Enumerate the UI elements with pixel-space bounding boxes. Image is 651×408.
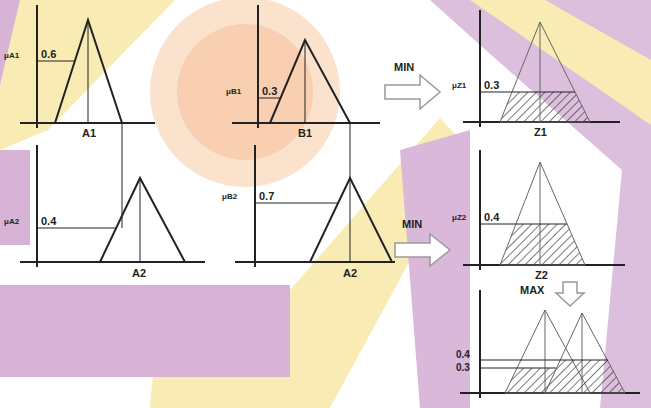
axis-label: A2 [343, 267, 357, 279]
axis-label: B1 [298, 127, 312, 139]
axis-label: Z2 [535, 269, 548, 281]
axis-label: Z1 [534, 126, 547, 138]
axis-label: A2 [132, 267, 146, 279]
operator-label: MIN [402, 218, 422, 230]
value-label: 0.3 [484, 79, 499, 91]
value-label: 0.6 [41, 48, 56, 60]
operator-label: MAX [520, 284, 544, 296]
value-label: 0.4 [41, 215, 56, 227]
value-label: 0.3 [262, 85, 277, 97]
membership-label: μA1 [4, 52, 19, 61]
value-label: 0.3 [456, 362, 470, 373]
value-label: 0.4 [484, 211, 499, 223]
membership-label: μB1 [226, 88, 241, 97]
axis-label: A1 [82, 127, 96, 139]
value-label: 0.4 [456, 349, 470, 360]
membership-label: μZ1 [452, 82, 466, 91]
membership-label: μA2 [4, 218, 19, 227]
value-label: 0.7 [259, 190, 274, 202]
membership-label: μB2 [222, 193, 237, 202]
operator-label: MIN [394, 61, 414, 73]
membership-label: μZ2 [452, 214, 466, 223]
